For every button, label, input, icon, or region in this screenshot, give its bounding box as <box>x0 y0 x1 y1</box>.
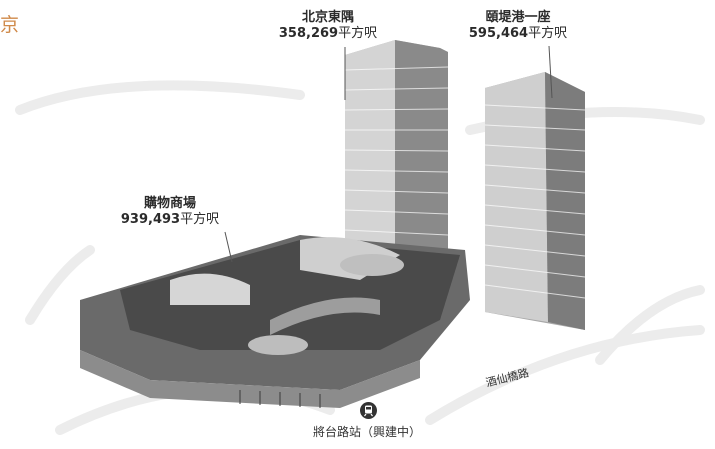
mall-area-number: 939,493 <box>120 211 181 227</box>
station-label: 將台路站（興建中） <box>312 425 421 439</box>
label-tower-right: 頤堤港一座 595,464平方呎 <box>443 10 593 41</box>
leader-lines <box>224 45 553 263</box>
metro-icon <box>360 402 377 419</box>
tower-left-area: 358,269平方呎 <box>268 26 388 42</box>
tower-one-indigo <box>484 72 586 330</box>
tower-right-name: 頤堤港一座 <box>485 10 551 25</box>
shopping-mall <box>80 235 470 408</box>
corner-heading-fragment: 京 <box>0 14 20 36</box>
tower-left-area-unit: 平方呎 <box>338 25 378 41</box>
mall-name: 購物商場 <box>143 196 196 211</box>
label-tower-left: 北京東隅 358,269平方呎 <box>268 10 388 41</box>
tower-right-area: 595,464平方呎 <box>443 26 593 42</box>
mall-area: 939,493平方呎 <box>110 212 230 228</box>
tower-right-area-unit: 平方呎 <box>528 25 568 41</box>
tower-right-area-number: 595,464 <box>468 25 529 41</box>
mall-area-unit: 平方呎 <box>180 211 220 227</box>
tower-left-name: 北京東隅 <box>301 10 354 25</box>
tower-beijing-dongyu <box>344 40 449 265</box>
label-mall: 購物商場 939,493平方呎 <box>110 196 230 227</box>
tower-left-area-number: 358,269 <box>278 25 339 41</box>
